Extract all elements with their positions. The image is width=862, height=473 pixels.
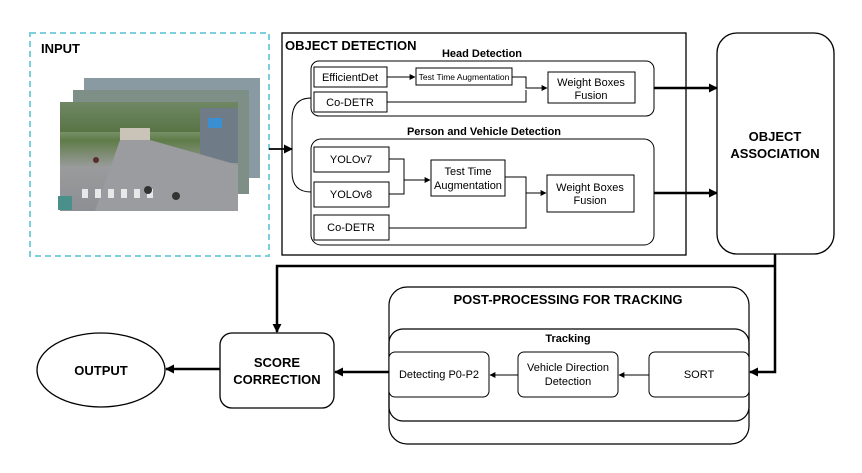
codetr-pv-label: Co-DETR bbox=[327, 222, 375, 234]
wbf-head-label-1: Weight Boxes bbox=[557, 77, 625, 89]
association-to-sort-arrow bbox=[749, 254, 777, 377]
object-association-label-1: OBJECT bbox=[749, 129, 802, 144]
object-association-label-2: ASSOCIATION bbox=[730, 146, 819, 161]
input-panel: INPUT bbox=[29, 32, 270, 257]
yolov7-box bbox=[313, 146, 390, 173]
wbf-pv-box bbox=[546, 174, 635, 213]
wbf-pv-label-1: Weight Boxes bbox=[556, 182, 624, 194]
vehicle-direction-label-2: Detection bbox=[545, 376, 591, 388]
object-detection-panel: OBJECT DETECTION bbox=[281, 32, 687, 256]
yolov8-label: YOLOv8 bbox=[330, 189, 372, 201]
tta-head-label: Test Time Augmentation bbox=[419, 72, 510, 82]
output-label: OUTPUT bbox=[74, 363, 128, 378]
tta-pv-label-1: Test Time bbox=[444, 166, 491, 178]
post-processing-title: POST-PROCESSING FOR TRACKING bbox=[454, 292, 683, 307]
person-vehicle-group: Person and Vehicle Detection YOLOv7 YOLO… bbox=[310, 126, 655, 246]
head-detection-title: Head Detection bbox=[442, 48, 522, 60]
detecting-box bbox=[388, 351, 490, 398]
wbf-pv-label-2: Fusion bbox=[573, 195, 606, 207]
score-correction-label-2: CORRECTION bbox=[233, 372, 320, 387]
person-vehicle-title: Person and Vehicle Detection bbox=[407, 126, 561, 138]
head-detection-group: Head Detection EfficientDet Co-DETR Test… bbox=[310, 48, 655, 117]
codetr-pv-box bbox=[313, 214, 390, 241]
wbf-head-label-2: Fusion bbox=[574, 90, 607, 102]
wbf-head-box bbox=[547, 71, 636, 104]
vehicle-direction-box bbox=[517, 351, 619, 398]
input-connector bbox=[269, 97, 312, 193]
yolov7-label: YOLOv7 bbox=[330, 154, 372, 166]
sort-label: SORT bbox=[684, 369, 715, 381]
object-association-box: OBJECT ASSOCIATION bbox=[716, 32, 835, 255]
output-node: OUTPUT bbox=[36, 332, 166, 408]
input-title: INPUT bbox=[41, 41, 80, 56]
association-to-score-arrow bbox=[272, 264, 775, 333]
efficientdet-label: EfficientDet bbox=[322, 72, 378, 84]
tracking-title: Tracking bbox=[545, 333, 590, 345]
tta-pv-box bbox=[430, 159, 506, 197]
score-correction-label-1: SCORE bbox=[254, 355, 301, 370]
detecting-label: Detecting P0-P2 bbox=[399, 369, 479, 381]
score-correction-box: SCORE CORRECTION bbox=[219, 332, 335, 409]
codetr-head-label: Co-DETR bbox=[326, 97, 374, 109]
tta-pv-label-2: Augmentation bbox=[434, 180, 502, 192]
post-processing-panel: POST-PROCESSING FOR TRACKING Tracking De… bbox=[388, 286, 750, 445]
video-frames bbox=[58, 78, 260, 211]
yolov8-box bbox=[313, 181, 390, 208]
vehicle-direction-label-1: Vehicle Direction bbox=[527, 362, 609, 374]
object-detection-title: OBJECT DETECTION bbox=[285, 38, 416, 53]
